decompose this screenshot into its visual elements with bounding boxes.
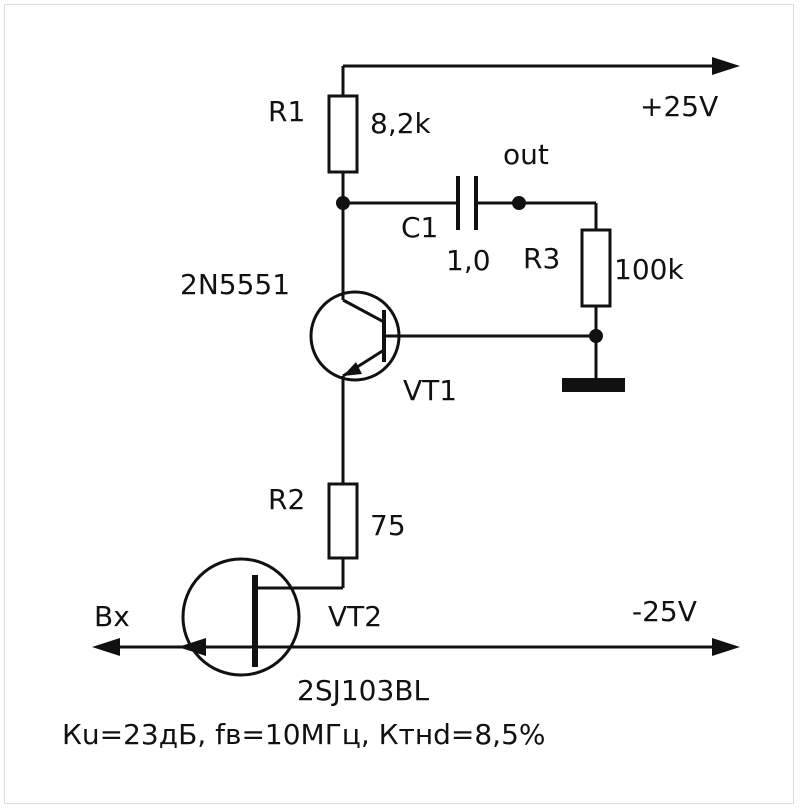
c1-value-label: 1,0 [446,244,491,277]
c1-ref-label: C1 [401,211,438,244]
r1-value-label: 8,2k [370,107,432,140]
output-label: out [503,138,549,171]
diagram-frame [4,4,794,804]
positive-supply-label: +25V [640,90,718,123]
input-and-negative-rail [92,638,740,656]
vt1-ref-label: VT1 [403,374,457,407]
r3-ref-label: R3 [523,242,560,275]
ground-symbol [562,378,625,392]
input-label: Вх [94,600,130,633]
resistor-r2 [327,482,359,560]
vt2-ref-label: VT2 [328,600,382,633]
vt1-part-label: 2N5551 [180,268,290,301]
vt2-part-label: 2SJ103BL [297,674,429,707]
resistor-r3 [580,228,612,308]
r1-ref-label: R1 [268,95,305,128]
r3-value-label: 100k [614,253,684,286]
r2-ref-label: R2 [268,483,305,516]
transistor-vt1 [309,290,596,382]
output-node [512,196,526,210]
specs-caption: Кu=23дБ, fв=10МГц, Ктнd=8,5% [62,718,546,751]
positive-supply-rail [343,57,740,75]
wire-r2-vt2 [258,558,345,590]
transistor-vt2 [181,557,301,677]
resistor-r1 [327,94,359,174]
capacitor-c1 [343,176,596,230]
r2-value-label: 75 [370,509,406,542]
negative-supply-label: -25V [632,595,697,628]
